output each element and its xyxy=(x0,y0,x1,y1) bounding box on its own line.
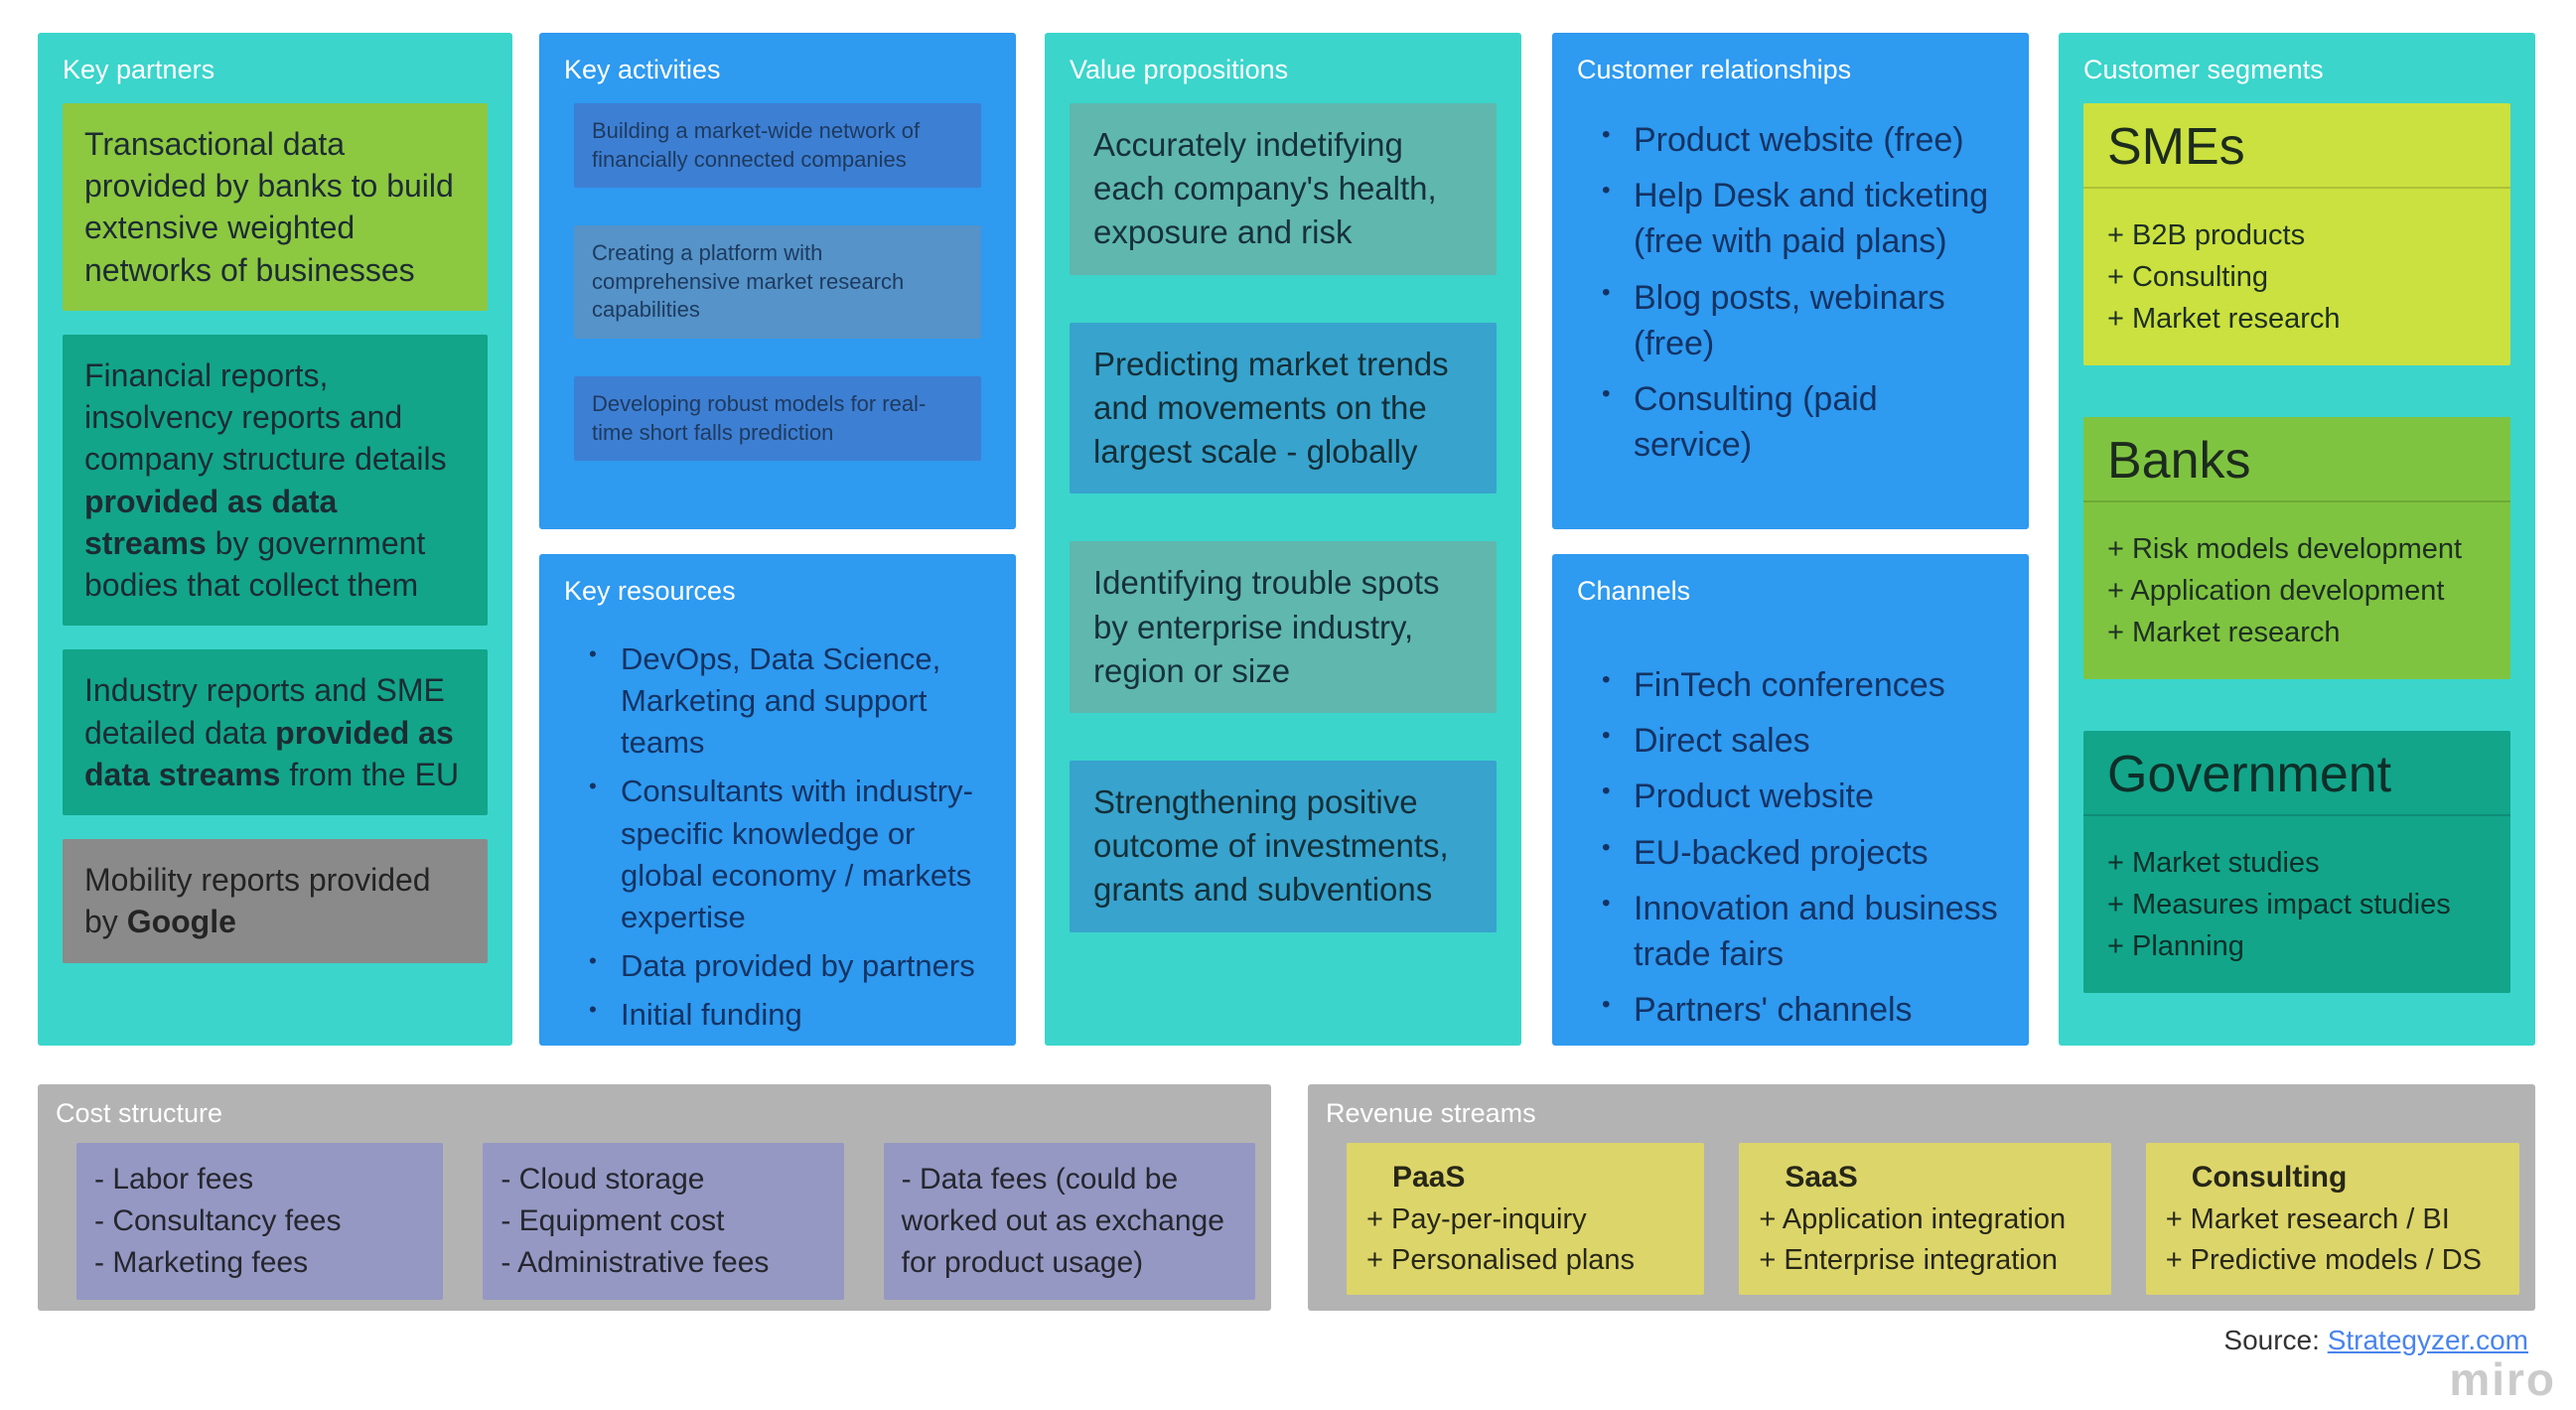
cost-line: - Cloud storage xyxy=(501,1163,705,1196)
cost-line: - Data fees (could be worked out as exch… xyxy=(901,1163,1224,1279)
sticky-note-predict-trends[interactable]: Predicting market trends and movements o… xyxy=(1070,322,1497,494)
sticky-note-identify-health[interactable]: Accurately indetifying each company's he… xyxy=(1070,103,1497,275)
cost-note-fees[interactable]: - Labor fees - Consultancy fees - Market… xyxy=(76,1143,444,1300)
segment-item: + Market studies xyxy=(2107,847,2320,880)
source-label: Source: xyxy=(2223,1325,2320,1355)
revenue-title: PaaS xyxy=(1392,1161,1466,1194)
key-partners-panel: Key partners Transactional data provided… xyxy=(38,33,512,1046)
cost-line: - Labor fees xyxy=(94,1163,254,1196)
segment-item: + Planning xyxy=(2107,930,2244,963)
segment-items: + Market studies + Measures impact studi… xyxy=(2083,816,2510,993)
segment-item: + Application development xyxy=(2107,575,2445,608)
channels-list: FinTech conferences Direct sales Product… xyxy=(1577,662,2004,1034)
list-item: FinTech conferences xyxy=(1602,662,2004,708)
segment-name: SMEs xyxy=(2083,103,2510,189)
segment-card-banks[interactable]: Banks + Risk models development + Applic… xyxy=(2083,417,2510,680)
customer-relationships-title: Customer relationships xyxy=(1577,55,1852,84)
value-propositions-panel: Value propositions Accurately indetifyin… xyxy=(1045,33,1521,1046)
cost-note-infrastructure[interactable]: - Cloud storage - Equipment cost - Admin… xyxy=(483,1143,844,1300)
sticky-note-model-development[interactable]: Developing robust models for real-time s… xyxy=(574,375,981,462)
list-item: Initial funding xyxy=(589,994,991,1036)
key-resources-title: Key resources xyxy=(564,576,736,606)
segment-name: Government xyxy=(2083,731,2510,817)
list-item: Blog posts, webinars (free) xyxy=(1602,275,2004,366)
cost-line: - Consultancy fees xyxy=(94,1204,342,1237)
segment-item: + Measures impact studies xyxy=(2107,889,2451,921)
list-item: EU-backed projects xyxy=(1602,830,2004,876)
list-item: Consulting (paid service) xyxy=(1602,376,2004,468)
list-item: Consultants with industry-specific knowl… xyxy=(589,771,991,938)
source-line: Source: Strategyzer.com xyxy=(2223,1325,2528,1356)
segment-item: + Market research xyxy=(2107,303,2341,336)
key-resources-list: DevOps, Data Science, Marketing and supp… xyxy=(564,638,991,1036)
strategyzer-link[interactable]: Strategyzer.com xyxy=(2327,1325,2528,1355)
list-item: Help Desk and ticketing (free with paid … xyxy=(1602,173,2004,264)
customer-segments-title: Customer segments xyxy=(2083,55,2324,84)
channels-title: Channels xyxy=(1577,576,1691,606)
revenue-note-consulting[interactable]: Consulting + Market research / BI + Pred… xyxy=(2145,1143,2520,1295)
sticky-note-mobility-reports[interactable]: Mobility reports provided by Google xyxy=(63,839,488,963)
customer-segments-panel: Customer segments SMEs + B2B products + … xyxy=(2059,33,2535,1046)
segment-card-smes[interactable]: SMEs + B2B products + Consulting + Marke… xyxy=(2083,103,2510,366)
revenue-streams-panel: Revenue streams PaaS + Pay-per-inquiry +… xyxy=(1308,1084,2535,1311)
list-item: DevOps, Data Science, Marketing and supp… xyxy=(589,638,991,764)
sticky-note-network-building[interactable]: Building a market-wide network of financ… xyxy=(574,103,981,189)
list-item: Data provided by partners xyxy=(589,945,991,987)
revenue-title: Consulting xyxy=(2191,1161,2348,1194)
segment-items: + B2B products + Consulting + Market res… xyxy=(2083,189,2510,365)
cost-note-data-fees[interactable]: - Data fees (could be worked out as exch… xyxy=(883,1143,1255,1300)
list-item: Product website xyxy=(1602,774,2004,819)
revenue-note-paas[interactable]: PaaS + Pay-per-inquiry + Personalised pl… xyxy=(1347,1143,1705,1295)
revenue-item: + Market research / BI xyxy=(2165,1202,2450,1235)
customer-relationships-panel: Customer relationships Product website (… xyxy=(1552,33,2029,529)
segment-item: + B2B products xyxy=(2107,219,2306,251)
cost-line: - Equipment cost xyxy=(501,1204,725,1237)
cost-line: - Administrative fees xyxy=(501,1246,770,1279)
key-activities-panel: Key activities Building a market-wide ne… xyxy=(539,33,1016,529)
list-item: Innovation and business trade fairs xyxy=(1602,886,2004,977)
customer-relationships-list: Product website (free) Help Desk and tic… xyxy=(1577,117,2004,469)
segment-item: + Risk models development xyxy=(2107,533,2463,566)
segment-items: + Risk models development + Application … xyxy=(2083,502,2510,679)
segment-item: + Market research xyxy=(2107,617,2341,649)
channels-panel: Channels FinTech conferences Direct sale… xyxy=(1552,554,2029,1046)
revenue-item: + Enterprise integration xyxy=(1759,1243,2059,1276)
cost-structure-panel: Cost structure - Labor fees - Consultanc… xyxy=(38,1084,1271,1311)
revenue-item: + Personalised plans xyxy=(1366,1243,1636,1276)
cost-structure-title: Cost structure xyxy=(56,1098,223,1128)
cost-structure-row: - Labor fees - Consultancy fees - Market… xyxy=(76,1143,1255,1300)
key-activities-title: Key activities xyxy=(564,55,721,84)
segment-card-government[interactable]: Government + Market studies + Measures i… xyxy=(2083,731,2510,994)
sticky-note-transactional-data[interactable]: Transactional data provided by banks to … xyxy=(63,103,488,311)
list-item: Partners' channels xyxy=(1602,987,2004,1033)
sticky-note-financial-reports[interactable]: Financial reports, insolvency reports an… xyxy=(63,334,488,627)
list-item: Product website (free) xyxy=(1602,117,2004,163)
value-propositions-title: Value propositions xyxy=(1070,55,1289,84)
list-item: Direct sales xyxy=(1602,718,2004,764)
cost-line: - Marketing fees xyxy=(94,1246,309,1279)
key-partners-title: Key partners xyxy=(63,55,215,84)
revenue-title: SaaS xyxy=(1785,1161,1858,1194)
revenue-item: + Application integration xyxy=(1759,1202,2067,1235)
revenue-streams-row: PaaS + Pay-per-inquiry + Personalised pl… xyxy=(1347,1143,2520,1295)
key-resources-panel: Key resources DevOps, Data Science, Mark… xyxy=(539,554,1016,1046)
revenue-note-saas[interactable]: SaaS + Application integration + Enterpr… xyxy=(1739,1143,2111,1295)
revenue-item: + Predictive models / DS xyxy=(2165,1243,2483,1276)
segment-item: + Consulting xyxy=(2107,261,2269,294)
sticky-note-industry-reports[interactable]: Industry reports and SME detailed data p… xyxy=(63,649,488,816)
sticky-note-platform-creation[interactable]: Creating a platform with comprehensive m… xyxy=(574,225,981,339)
segment-name: Banks xyxy=(2083,417,2510,503)
revenue-streams-title: Revenue streams xyxy=(1326,1098,1536,1128)
sticky-note-trouble-spots[interactable]: Identifying trouble spots by enterprise … xyxy=(1070,541,1497,713)
revenue-item: + Pay-per-inquiry xyxy=(1366,1202,1587,1235)
sticky-note-strengthen-outcome[interactable]: Strengthening positive outcome of invest… xyxy=(1070,760,1497,932)
miro-logo: miro xyxy=(2449,1353,2556,1405)
